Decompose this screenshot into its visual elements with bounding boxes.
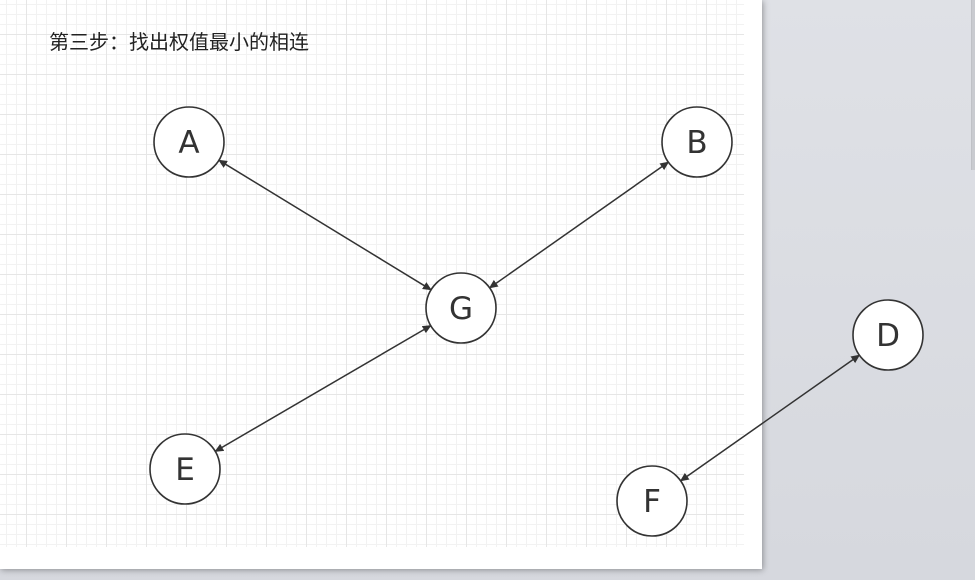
node-f[interactable]: F xyxy=(616,465,688,537)
node-f-circle[interactable] xyxy=(616,465,688,537)
node-g-circle[interactable] xyxy=(425,272,497,344)
node-d-label: D xyxy=(876,318,900,354)
node-b-circle[interactable] xyxy=(661,106,733,178)
vertical-scrollbar[interactable] xyxy=(971,0,975,170)
edge-d-f[interactable] xyxy=(679,354,861,482)
node-d-circle[interactable] xyxy=(852,299,924,371)
node-g[interactable]: G xyxy=(425,272,497,344)
node-a-label: A xyxy=(178,125,199,161)
node-e-circle[interactable] xyxy=(149,433,221,505)
edge-b-g[interactable] xyxy=(488,161,670,289)
node-a-circle[interactable] xyxy=(153,106,225,178)
node-g-label: G xyxy=(449,291,473,327)
node-f-label: F xyxy=(643,484,661,520)
edge-a-g[interactable] xyxy=(218,159,432,291)
node-e[interactable]: E xyxy=(149,433,221,505)
node-b[interactable]: B xyxy=(661,106,733,178)
nodes-layer: A B G D E F xyxy=(149,106,924,537)
node-d[interactable]: D xyxy=(852,299,924,371)
edge-e-g[interactable] xyxy=(214,324,432,453)
node-e-label: E xyxy=(175,452,195,488)
diagram-title[interactable]: 第三步：找出权值最小的相连 xyxy=(49,30,309,54)
node-a[interactable]: A xyxy=(153,106,225,178)
edges-layer xyxy=(214,159,861,482)
node-b-label: B xyxy=(686,125,707,161)
